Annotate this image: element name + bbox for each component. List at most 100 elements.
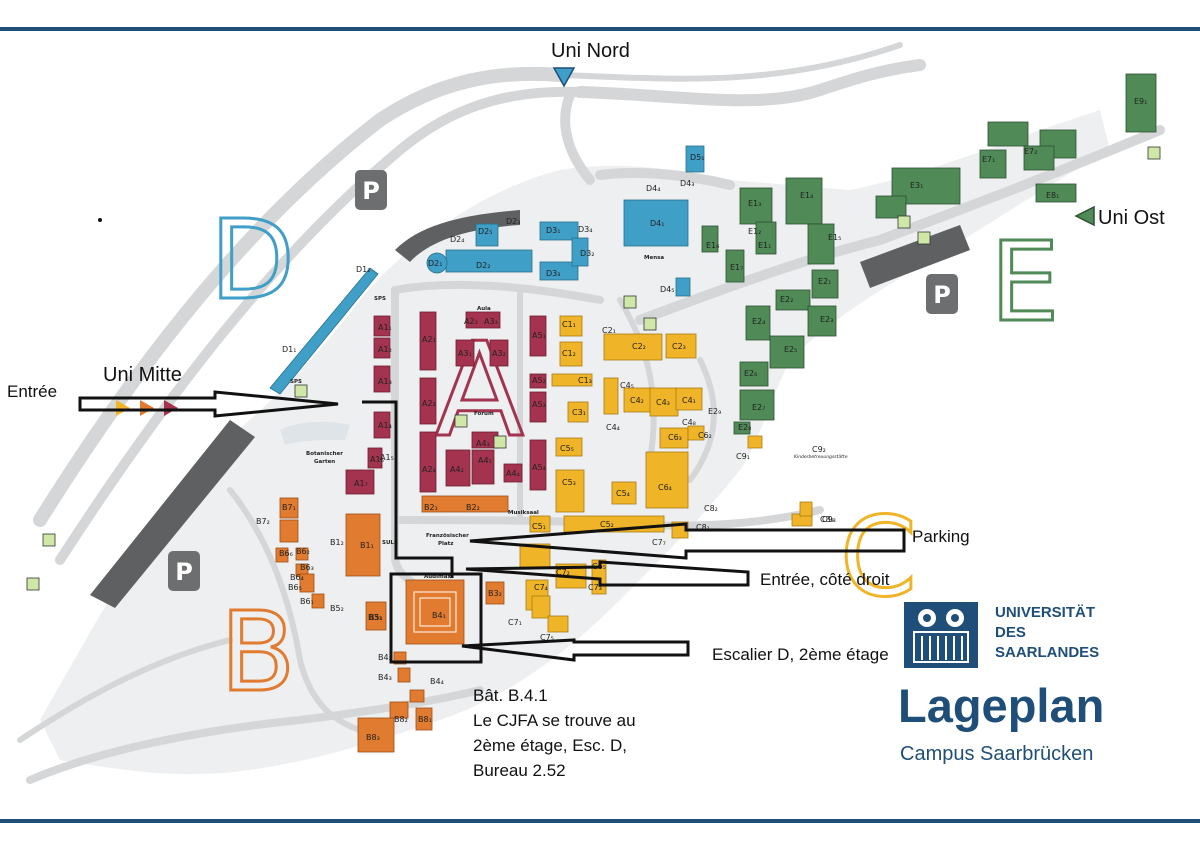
building-d31b <box>539 261 579 281</box>
building-label-c: C6₃ <box>668 433 682 442</box>
building-label-a: A1₆ <box>370 455 384 464</box>
parking-strip-west <box>90 420 255 608</box>
building-label-c: C5₁ <box>532 522 546 531</box>
building-info-line: Le CJFA se trouve au <box>473 711 636 730</box>
building-label-a: A1₅ <box>380 453 394 462</box>
annotation-entrance: Entrée <box>7 382 58 401</box>
building-label-c: C7₇ <box>652 538 666 547</box>
building-label-b: B4₄ <box>430 677 444 686</box>
building-label-c: C9₂ <box>812 445 826 454</box>
building-label-b: B5₂ <box>330 604 344 613</box>
zone-c-buildings <box>519 315 813 633</box>
bus-stop-icon <box>454 414 468 428</box>
building-info-line: Bât. B.4.1 <box>473 686 548 705</box>
building-label-e: E7₂ <box>1024 147 1037 156</box>
building-label-a: A4₂ <box>450 465 464 474</box>
building-label-a: A5₁ <box>532 331 546 340</box>
building-label-e: E1₃ <box>748 199 761 208</box>
label-audimax: Audimax <box>424 574 451 580</box>
building-label-c: C6₂ <box>698 431 712 440</box>
building-label-e: E1₁ <box>758 241 771 250</box>
building-label-c: C9₁ <box>736 452 750 461</box>
label-platz-1: Französischer <box>426 533 469 539</box>
building-label-b: B2₂ <box>466 503 480 512</box>
building-label-e: E2₉ <box>708 407 721 416</box>
building-label-a: A3₁ <box>458 349 472 358</box>
arrow-parking <box>469 522 906 560</box>
building-label-b: B8₁ <box>418 715 432 724</box>
bus-stop-icon <box>897 215 911 229</box>
route-arrows <box>78 390 906 664</box>
university-name-line: UNIVERSITÄT <box>995 604 1096 621</box>
building-label-c: C3₁ <box>572 408 586 417</box>
university-name: UNIVERSITÄT DES SAARLANDES <box>995 603 1099 663</box>
building-label-b: B6₁ <box>300 597 314 606</box>
svg-text:P: P <box>362 177 380 205</box>
building-label-e: E2₆ <box>744 369 757 378</box>
building-label-a: A4₄ <box>506 469 520 478</box>
building-label-a: A2₄ <box>422 465 436 474</box>
building-label-e: E2₃ <box>820 315 833 324</box>
building-b41-highlight <box>389 572 483 664</box>
direction-east: Uni Ost <box>1098 207 1165 229</box>
label-sulb: SULB <box>382 540 398 546</box>
walking-path <box>362 400 454 578</box>
label-musiksaal: Musiksaal <box>508 510 539 516</box>
building-label-b: B3₁ <box>368 613 382 622</box>
place-labels: Aula Forum Mensa Musiksaal Französischer… <box>290 255 848 580</box>
label-kita: Kinderbetreuungsstätte <box>794 454 848 460</box>
road-network <box>17 42 1165 784</box>
building-label-b: B6₅ <box>288 583 302 592</box>
svg-text:P: P <box>933 281 951 309</box>
building-label-d: D1₂ <box>356 265 370 274</box>
bus-stop-icon <box>623 295 637 309</box>
label-garden-2: Garten <box>314 459 335 465</box>
building-label-a: A1₂ <box>378 345 392 354</box>
bus-stop-icon <box>493 435 507 449</box>
building-label-d: D2₁ <box>428 259 442 268</box>
building-label-d: D2₂ <box>476 261 490 270</box>
building-label-b: B3₂ <box>488 589 502 598</box>
university-name-line: SAARLANDES <box>995 644 1100 661</box>
zone-e-letter: E <box>990 218 1060 346</box>
building-label-a: A1₁ <box>378 323 392 332</box>
building-label-e: E2₁ <box>818 277 831 286</box>
building-label-b: B2₁ <box>424 503 438 512</box>
building-label-c: C7₃ <box>588 583 602 592</box>
building-label-c: C4₂ <box>630 396 644 405</box>
east-triangle-icon <box>1074 205 1095 227</box>
building-label-e: E1₆ <box>706 241 719 250</box>
building-label-c: C5₃ <box>562 478 576 487</box>
zone-b-buildings <box>275 495 509 753</box>
bus-stop-icon <box>294 384 308 398</box>
label-garden-1: Botanischer <box>306 451 343 457</box>
label-forum: Forum <box>474 411 494 417</box>
building-label-c: C4₅ <box>620 381 634 390</box>
building-label-e: E3₁ <box>910 181 923 190</box>
building-label-d: D2₄ <box>450 235 464 244</box>
building-label-b: B6₃ <box>300 563 314 572</box>
label-platz-2: Platz <box>438 541 453 547</box>
building-b41 <box>405 579 465 645</box>
building-label-a: A4₃ <box>476 439 490 448</box>
building-label-b: B8₂ <box>394 715 408 724</box>
zone-a-buildings <box>345 311 547 495</box>
zone-e-buildings <box>701 73 1157 435</box>
building-label-c: C7₂ <box>556 568 570 577</box>
zone-d-letter: D <box>210 196 295 324</box>
university-logo-icon <box>904 602 978 668</box>
building-label-d: D4₁ <box>650 219 664 228</box>
building-label-d: D3₄ <box>578 225 592 234</box>
arrow-entree <box>78 390 339 418</box>
building-label-c: C1₃ <box>578 376 592 385</box>
parking-sign: P <box>355 170 387 210</box>
building-label-d: D3₃ <box>546 269 560 278</box>
building-label-c: C6₄ <box>658 483 672 492</box>
parking-sign: P <box>926 274 958 314</box>
building-d41 <box>623 199 689 247</box>
zone-d-buildings <box>269 145 705 395</box>
building-label-d: D4₃ <box>680 179 694 188</box>
building-label-c: C7₅ <box>540 633 554 642</box>
building-label-e: E9₁ <box>1134 97 1147 106</box>
